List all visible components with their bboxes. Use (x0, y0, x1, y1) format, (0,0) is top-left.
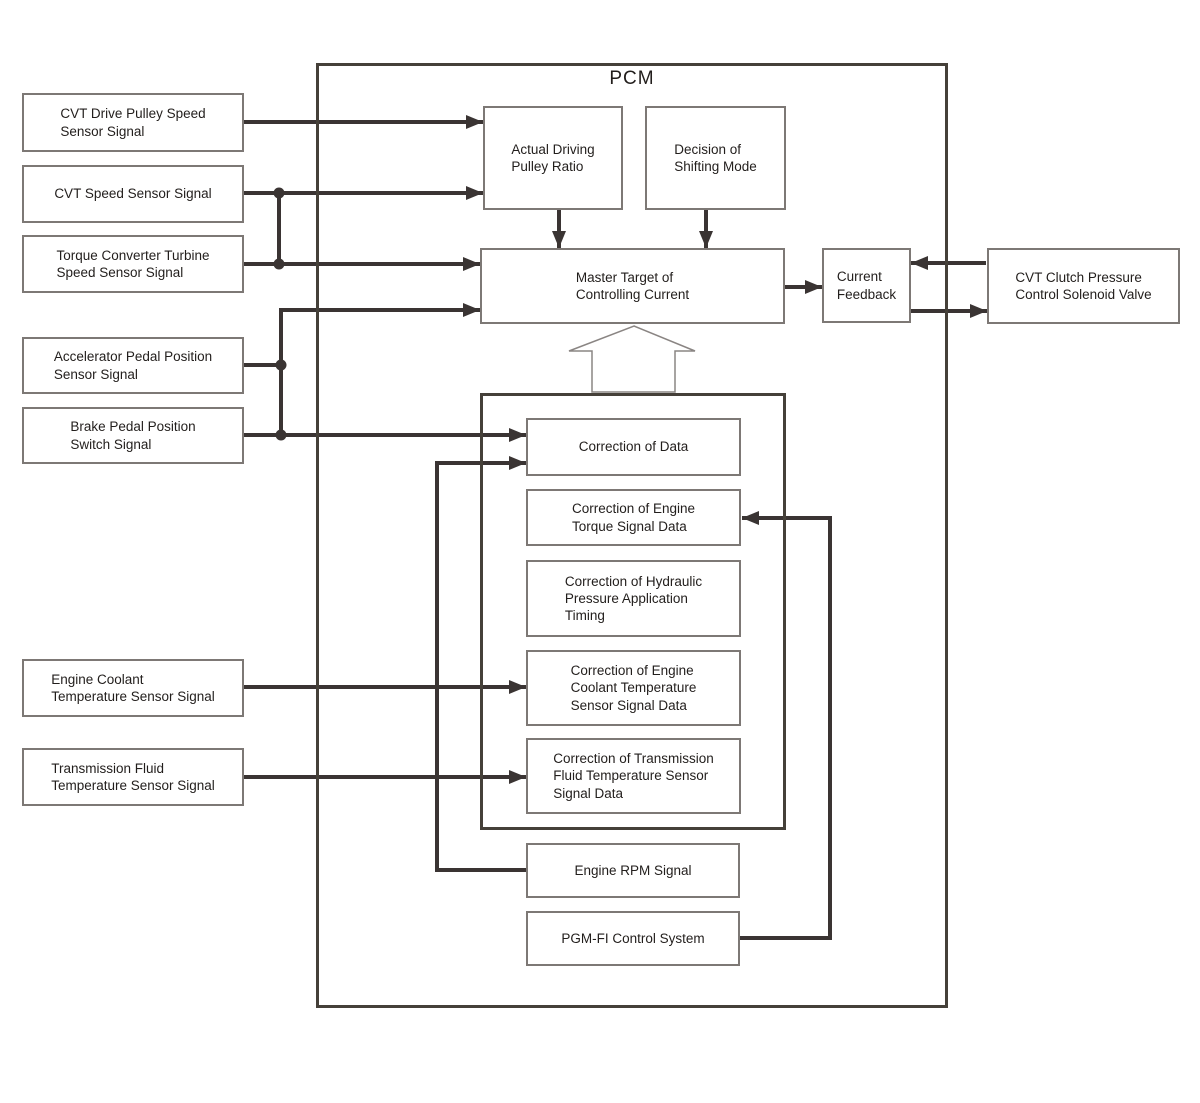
block-label: Engine RPM Signal (574, 862, 692, 878)
wire-pedals-to-master-target (279, 303, 480, 435)
block-label: Current Feedback (836, 269, 897, 302)
block-label: Correction of Data (578, 439, 689, 455)
input-label: Brake Pedal Position Switch Signal (70, 419, 196, 452)
input-label: Engine Coolant Temperature Sensor Signal (51, 671, 215, 704)
input-label: CVT Speed Sensor Signal (54, 186, 212, 202)
output-label: CVT Clutch Pressure Control Solenoid Val… (1015, 269, 1152, 302)
block-label: Correction of Transmission Fluid Tempera… (553, 751, 714, 801)
output-box-cvt-clutch-pressure-solenoid-valve: CVT Clutch Pressure Control Solenoid Val… (987, 248, 1180, 324)
input-box-cvt-speed: CVT Speed Sensor Signal (22, 165, 244, 223)
correction-group-frame (480, 393, 786, 830)
input-label: Accelerator Pedal Position Sensor Signal (53, 349, 213, 382)
block-engine-rpm-signal: Engine RPM Signal (526, 843, 740, 898)
junction-dot (273, 187, 285, 199)
block-current-feedback: Current Feedback (822, 248, 911, 323)
block-label: Decision of Shifting Mode (674, 141, 757, 174)
block-pgm-fi-control-system: PGM-FI Control System (526, 911, 740, 966)
input-label: CVT Drive Pulley Speed Sensor Signal (60, 106, 206, 139)
pcm-frame (316, 63, 948, 1008)
block-up-arrow (568, 325, 696, 393)
block-actual-driving-pulley-ratio: Actual Driving Pulley Ratio (483, 106, 623, 210)
input-box-transmission-fluid-temp: Transmission Fluid Temperature Sensor Si… (22, 748, 244, 806)
block-decision-of-shifting-mode: Decision of Shifting Mode (645, 106, 786, 210)
block-label: Correction of Engine Coolant Temperature… (570, 663, 697, 713)
input-box-engine-coolant-temp: Engine Coolant Temperature Sensor Signal (22, 659, 244, 717)
junction-dot (275, 429, 287, 441)
block-label: Correction of Hydraulic Pressure Applica… (564, 573, 703, 624)
junction-dot (275, 359, 287, 371)
input-label: Transmission Fluid Temperature Sensor Si… (51, 760, 215, 793)
input-box-accelerator-pedal: Accelerator Pedal Position Sensor Signal (22, 337, 244, 394)
input-box-cvt-drive-pulley-speed: CVT Drive Pulley Speed Sensor Signal (22, 93, 244, 152)
block-correction-engine-torque: Correction of Engine Torque Signal Data (526, 489, 741, 546)
block-label: Correction of Engine Torque Signal Data (571, 501, 696, 534)
block-correction-engine-coolant-temp: Correction of Engine Coolant Temperature… (526, 650, 741, 726)
block-label: Master Target of Controlling Current (575, 269, 690, 302)
junction-dot (273, 258, 285, 270)
block-correction-hydraulic-pressure-timing: Correction of Hydraulic Pressure Applica… (526, 560, 741, 637)
input-box-brake-pedal: Brake Pedal Position Switch Signal (22, 407, 244, 464)
block-label: Actual Driving Pulley Ratio (511, 141, 595, 174)
block-master-target-of-controlling-current: Master Target of Controlling Current (480, 248, 785, 324)
block-label: PGM-FI Control System (561, 930, 705, 946)
block-correction-of-data: Correction of Data (526, 418, 741, 476)
pcm-title: PCM (609, 68, 655, 89)
input-label: Torque Converter Turbine Speed Sensor Si… (56, 247, 210, 280)
wire-pgmfi-to-torque-correction (740, 511, 832, 940)
input-box-torque-converter-turbine: Torque Converter Turbine Speed Sensor Si… (22, 235, 244, 293)
block-correction-transmission-fluid-temp: Correction of Transmission Fluid Tempera… (526, 738, 741, 814)
